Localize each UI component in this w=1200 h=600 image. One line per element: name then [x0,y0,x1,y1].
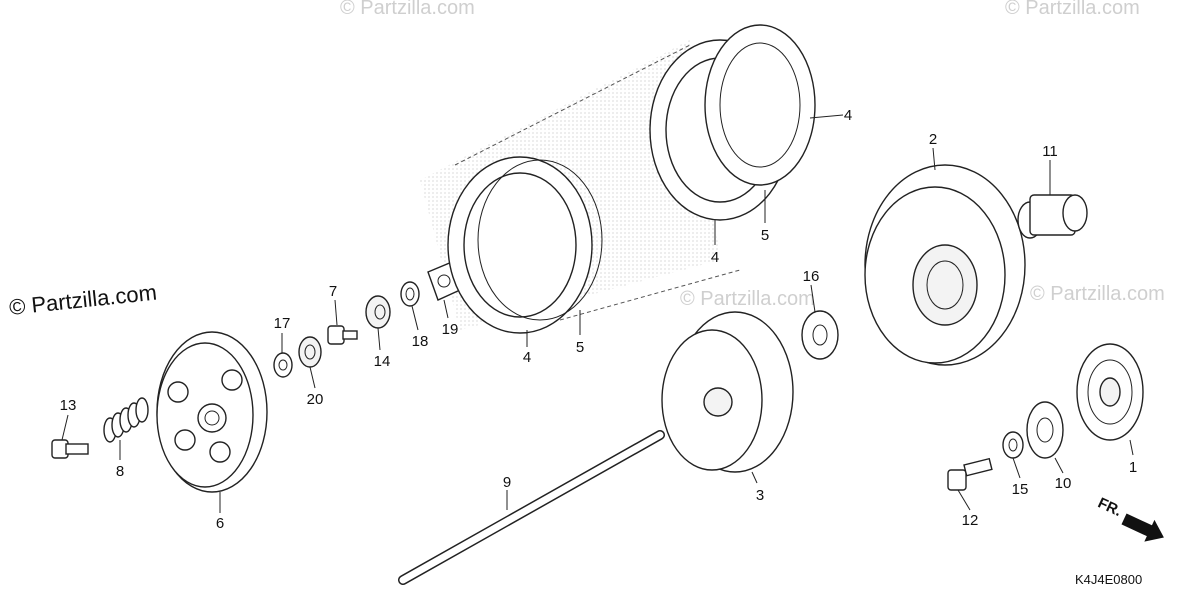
part-5-clutch-plate-rear [704,24,816,186]
part-15-washer [1002,431,1024,459]
diagram-code: K4J4E0800 [1075,572,1142,587]
callout-12: 12 [962,512,979,529]
watermark-faint-right: © Partzilla.com [1030,283,1165,305]
leader-lines [61,114,1134,513]
callout-10: 10 [1055,475,1072,492]
part-20-bearing [298,336,322,368]
callout-4-rear: 4 [844,107,852,124]
part-4-friction-disc-front [447,156,593,334]
part-14-lock-nut [365,295,391,329]
part-12-bolt [947,457,993,491]
part-3-clutch-center [661,311,794,473]
callout-3: 3 [756,487,764,504]
clutch-pack-guide-top [454,44,691,166]
callout-19: 19 [442,321,459,338]
part-7-lifter-piece [327,325,358,345]
callout-20: 20 [307,391,324,408]
callout-16: 16 [803,268,820,285]
front-direction-label: FR. [1095,494,1124,520]
arrow-right-icon [1121,513,1164,542]
front-direction-indicator: FR. [1095,494,1164,542]
callout-1: 1 [1129,459,1137,476]
part-1-primary-drive-gear [1076,343,1144,441]
part-5-clutch-plate-front [477,159,603,321]
callout-13: 13 [60,397,77,414]
part-6-clutch-cover [156,331,268,493]
part-16-thrust-washer [801,310,839,360]
callout-4-middle: 4 [711,249,719,266]
part-11-guide-collar [1017,194,1088,239]
callout-14: 14 [374,353,391,370]
callout-7: 7 [329,283,337,300]
watermark-main: © Partzilla.com [8,280,158,320]
callout-15: 15 [1012,481,1029,498]
part-10-gear [1026,401,1064,459]
part-18-washer [400,281,420,307]
watermark-faint-top-1: © Partzilla.com [340,0,475,19]
callout-5-front: 5 [576,339,584,356]
callout-2: 2 [929,131,937,148]
clutch-pack-guide-bottom [559,269,741,321]
callout-6: 6 [216,515,224,532]
callout-11: 11 [1042,143,1058,160]
watermark-faint-center: © Partzilla.com [680,288,815,310]
watermark-faint-top-2: © Partzilla.com [1005,0,1140,19]
part-2-clutch-outer [864,164,1026,366]
part-13-bolt [51,439,89,459]
callout-17: 17 [274,315,291,332]
callout-4-front: 4 [523,349,531,366]
callout-18: 18 [412,333,429,350]
callout-5-rear: 5 [761,227,769,244]
callout-8: 8 [116,463,124,480]
part-17-washer [273,352,293,378]
part-8-clutch-spring [103,397,149,443]
callout-9: 9 [503,474,511,491]
part-9-lifter-rod [398,430,665,585]
